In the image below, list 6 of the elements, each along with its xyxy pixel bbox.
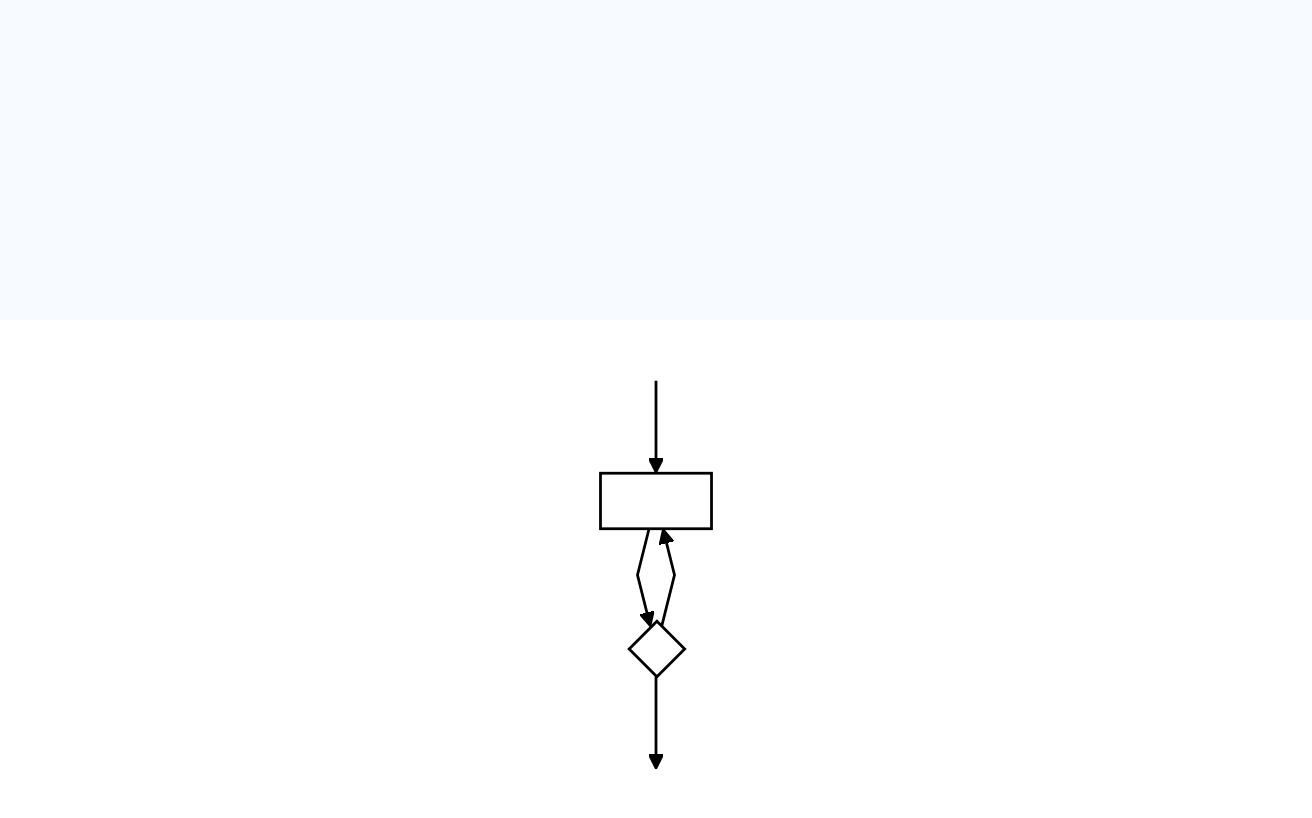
- arrow: [647, 380, 665, 474]
- node-diamond: [627, 619, 687, 679]
- arrow: [647, 676, 665, 771]
- node-box: [599, 471, 713, 531]
- arrow: [658, 528, 676, 628]
- arrow: [636, 528, 655, 628]
